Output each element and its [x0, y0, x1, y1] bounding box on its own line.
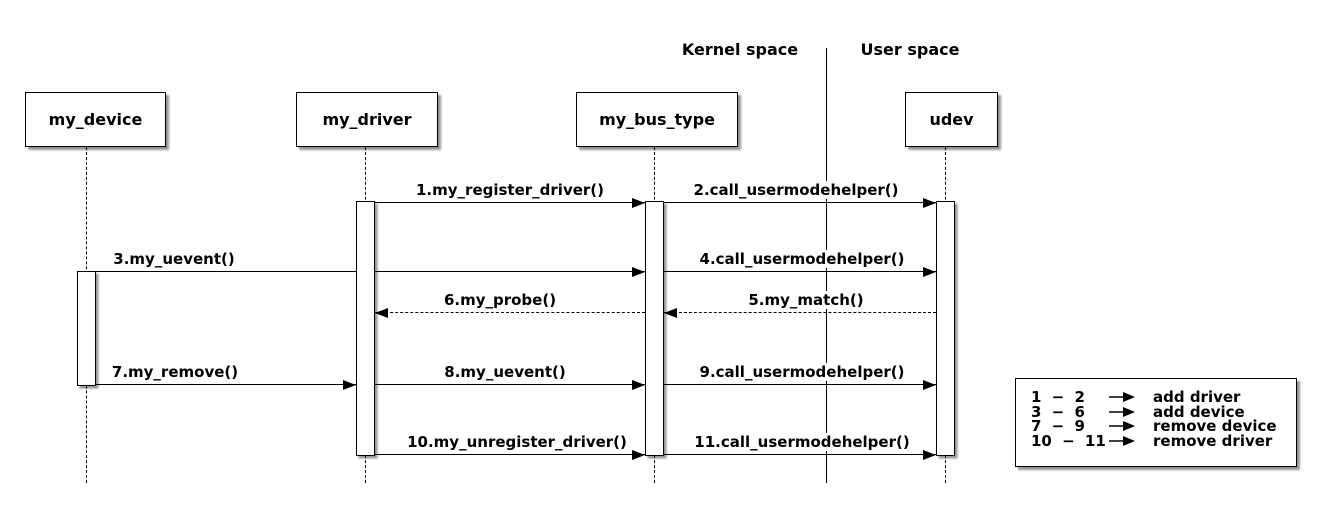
actor-box-udev: udev — [905, 92, 998, 147]
arrow-right-icon — [923, 267, 936, 277]
actor-box-my-driver: my_driver — [296, 92, 438, 147]
message-line-8 — [375, 384, 645, 385]
legend-row: 10 − 11 remove driver — [1031, 431, 1296, 450]
legend-row: 1 − 2 add driver — [1031, 388, 1296, 407]
message-label-7: 7.my_remove() — [108, 363, 242, 381]
legend-range: 10 − 11 — [1031, 431, 1106, 450]
message-line-5 — [664, 312, 936, 313]
arrow-right-icon — [632, 198, 645, 208]
actor-label: my_device — [48, 110, 143, 129]
message-label-9: 9.call_usermodehelper() — [696, 363, 908, 381]
actor-box-my-bus-type: my_bus_type — [576, 92, 738, 147]
actor-label: udev — [929, 110, 974, 129]
actor-label: my_bus_type — [599, 110, 715, 129]
legend-desc: add driver — [1153, 388, 1241, 407]
message-label-5: 5.my_match() — [745, 291, 867, 309]
activation-my-device — [77, 271, 96, 386]
activation-my-driver — [356, 201, 375, 456]
arrow-left-icon — [375, 308, 388, 318]
message-line-6 — [375, 312, 645, 313]
legend-range: 1 − 2 — [1031, 388, 1085, 407]
arrow-right-icon — [1109, 435, 1153, 447]
arrow-right-icon — [923, 450, 936, 460]
legend-range: 3 − 6 — [1031, 402, 1085, 421]
legend-desc: remove device — [1153, 417, 1277, 436]
message-label-6: 6.my_probe() — [440, 291, 560, 309]
message-line-9 — [664, 384, 936, 385]
legend-desc: remove driver — [1153, 431, 1273, 450]
message-label-3: 3.my_uevent() — [110, 250, 238, 268]
arrow-right-icon — [1109, 406, 1153, 418]
arrow-right-icon — [1109, 420, 1153, 432]
legend-range: 7 − 9 — [1031, 417, 1085, 436]
message-label-2: 2.call_usermodehelper() — [690, 181, 902, 199]
actor-label: my_driver — [322, 110, 412, 129]
message-label-10: 10.my_unregister_driver() — [404, 433, 630, 451]
message-line-11 — [664, 454, 936, 455]
arrow-right-icon — [1109, 391, 1153, 403]
legend-box: 1 − 2 add driver 3 − 6 add device 7 − 9 … — [1015, 378, 1297, 467]
message-line-2 — [664, 202, 936, 203]
message-line-1 — [375, 202, 645, 203]
legend-row: 3 − 6 add device — [1031, 402, 1296, 421]
arrow-right-icon — [632, 450, 645, 460]
activation-my-bus-type — [645, 201, 664, 456]
message-label-8: 8.my_uevent() — [441, 363, 569, 381]
legend-row: 7 − 9 remove device — [1031, 417, 1296, 436]
actor-box-my-device: my_device — [25, 92, 166, 147]
message-line-10 — [375, 454, 645, 455]
arrow-right-icon — [632, 267, 645, 277]
message-label-1: 1.my_register_driver() — [413, 181, 607, 199]
arrow-left-icon — [664, 308, 677, 318]
message-line-4 — [664, 271, 936, 272]
message-label-11: 11.call_usermodehelper() — [691, 433, 913, 451]
legend-desc: add device — [1153, 402, 1245, 421]
message-label-4: 4.call_usermodehelper() — [696, 250, 908, 268]
activation-udev — [936, 201, 955, 456]
arrow-right-icon — [632, 380, 645, 390]
arrow-right-icon — [923, 198, 936, 208]
kernel-space-label: Kernel space — [681, 40, 799, 59]
arrow-right-icon — [343, 380, 356, 390]
user-space-label: User space — [860, 40, 960, 59]
message-line-7 — [96, 384, 356, 385]
arrow-right-icon — [923, 380, 936, 390]
